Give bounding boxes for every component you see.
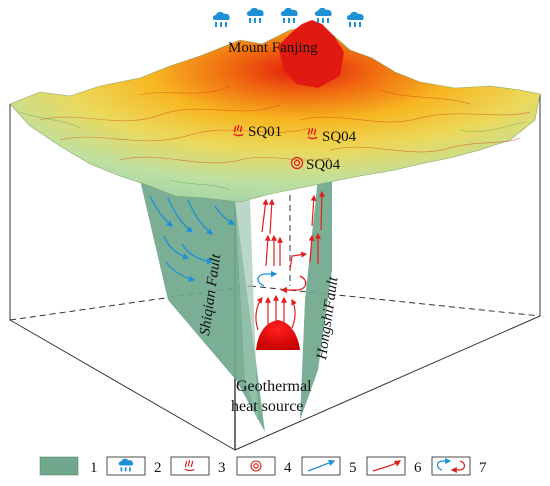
rain-clouds	[212, 7, 364, 27]
heat-source-label-line2: heat source	[231, 398, 303, 415]
red-arrow-icon	[366, 456, 406, 476]
hot-water-flows	[255, 190, 325, 331]
concentric-circle-icon	[290, 156, 304, 170]
hot-spring-icon	[307, 127, 318, 140]
mountain-label: Mount Fanjing	[228, 40, 318, 56]
summit-peak	[278, 20, 344, 88]
legend-number-5: 5	[349, 460, 357, 476]
legend-number-4: 4	[284, 460, 292, 476]
rain-cloud-icon	[106, 456, 146, 476]
legend-number-1: 1	[90, 460, 98, 476]
heat-source-label-line1: Geothermal	[236, 378, 312, 395]
legend-number-6: 6	[414, 460, 422, 476]
legend-number-3: 3	[218, 460, 226, 476]
blue-arrow-icon	[301, 456, 341, 476]
spring-label-2: SQ04	[322, 129, 357, 145]
shiqian-fault-plane	[140, 180, 265, 432]
rain-cloud-icon	[246, 7, 264, 23]
rain-cloud-icon	[346, 11, 364, 27]
geothermal-heat-source-mound	[256, 320, 300, 350]
mixing-arrows-icon	[431, 456, 471, 476]
spring-label-3: SQ04	[306, 157, 341, 173]
spring-markers: SQ01 SQ04 SQ04	[233, 124, 357, 173]
terrain-surface	[9, 20, 541, 203]
mixing-arrows-icon	[257, 270, 307, 294]
fault-gap-light	[235, 200, 258, 420]
concentric-circle-icon	[236, 456, 276, 476]
hot-spring-icon	[170, 456, 210, 476]
green-swatch-icon	[39, 456, 79, 476]
legend-number-2: 2	[154, 460, 162, 476]
spring-label-1: SQ01	[248, 124, 282, 140]
cold-water-flows	[149, 195, 236, 282]
fault-planes	[140, 178, 332, 432]
rain-cloud-icon	[212, 11, 230, 27]
rain-cloud-icon	[280, 7, 298, 23]
legend: 1 2 3 4 5	[39, 456, 487, 476]
legend-number-7: 7	[479, 460, 487, 476]
hot-spring-icon	[233, 124, 244, 137]
hongshi-fault-plane	[300, 178, 332, 420]
rain-cloud-icon	[314, 7, 332, 23]
